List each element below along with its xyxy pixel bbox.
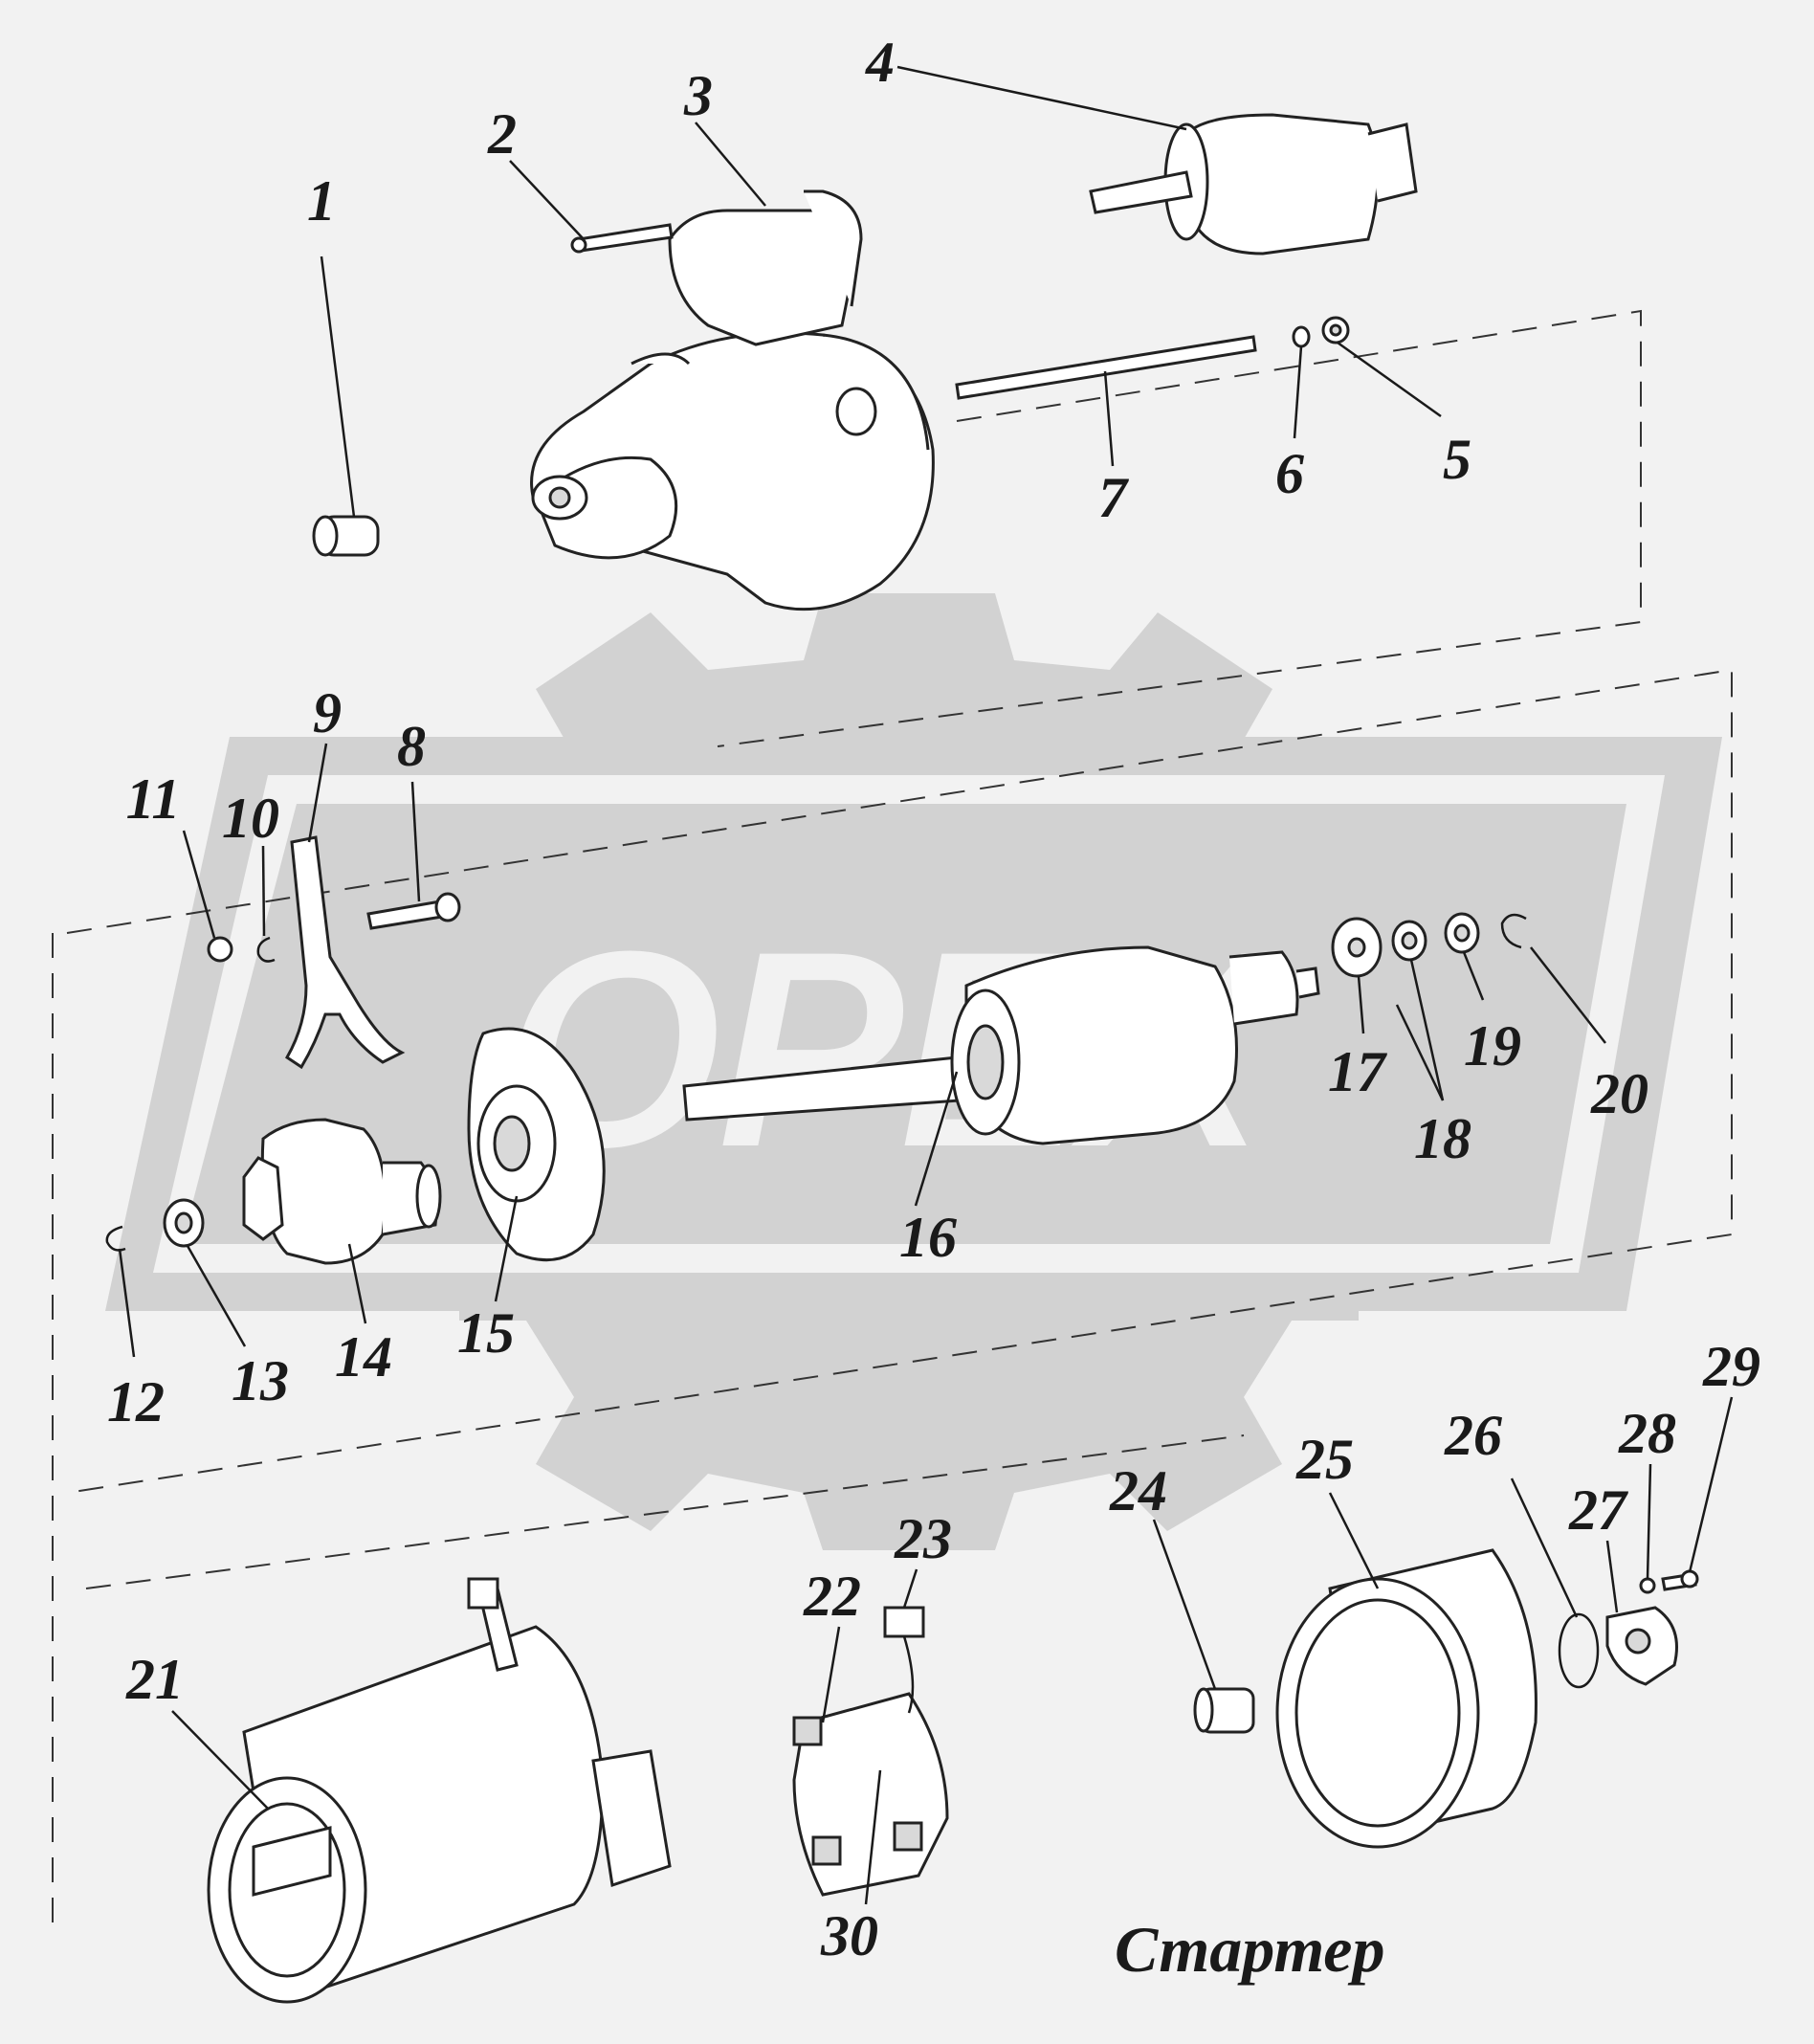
callout-22: 22 xyxy=(803,1565,861,1628)
clip-10 xyxy=(256,936,276,963)
intermediate-plate-part xyxy=(467,1027,606,1262)
bushing-24 xyxy=(1193,1687,1255,1734)
callout-28: 28 xyxy=(1618,1402,1676,1465)
callout-30: 30 xyxy=(820,1904,878,1967)
callout-23: 23 xyxy=(894,1507,952,1570)
dashed-frames xyxy=(52,309,1733,1933)
callout-17: 17 xyxy=(1328,1040,1387,1103)
washer-17 xyxy=(1331,917,1383,978)
washer-18 xyxy=(1391,920,1427,962)
callouts: 1 2 3 4 5 6 7 8 9 10 11 12 13 14 15 16 1… xyxy=(107,31,1760,1967)
lock-ring-26 xyxy=(1558,1612,1600,1689)
callout-5: 5 xyxy=(1443,428,1471,491)
screw-29 xyxy=(1661,1569,1699,1591)
callout-13: 13 xyxy=(232,1349,289,1412)
callout-21: 21 xyxy=(125,1648,184,1711)
callout-12: 12 xyxy=(107,1370,165,1433)
nut-5 xyxy=(1321,316,1350,344)
callout-16: 16 xyxy=(899,1206,957,1269)
callout-10: 10 xyxy=(222,787,279,850)
callout-8: 8 xyxy=(397,715,426,778)
callout-26: 26 xyxy=(1444,1404,1502,1467)
brush-holder-part xyxy=(792,1606,949,1897)
lock-ring-20 xyxy=(1500,913,1527,949)
leader-lines xyxy=(118,65,1734,1905)
cap-27 xyxy=(1605,1606,1678,1686)
callout-7: 7 xyxy=(1098,466,1129,529)
diagram-caption: Стартер xyxy=(1115,1913,1385,1986)
callout-24: 24 xyxy=(1109,1459,1167,1522)
washer-19 xyxy=(1444,912,1480,954)
callout-3: 3 xyxy=(683,64,713,127)
washer-13 xyxy=(163,1198,205,1248)
bushing-part xyxy=(312,515,380,557)
callout-11: 11 xyxy=(126,767,181,831)
callout-2: 2 xyxy=(487,102,517,166)
callout-1: 1 xyxy=(307,169,336,233)
pin-8 xyxy=(366,892,461,930)
callout-19: 19 xyxy=(1464,1014,1521,1078)
callout-29: 29 xyxy=(1702,1335,1760,1398)
tie-rod-part xyxy=(955,335,1257,400)
callout-20: 20 xyxy=(1590,1062,1648,1125)
drive-clutch-part xyxy=(242,1118,442,1265)
callout-25: 25 xyxy=(1295,1428,1354,1491)
washer-6 xyxy=(1292,325,1311,348)
washer-28 xyxy=(1639,1577,1656,1594)
callout-15: 15 xyxy=(457,1301,515,1365)
starter-drive-housing xyxy=(530,189,935,611)
callout-14: 14 xyxy=(335,1325,392,1389)
callout-4: 4 xyxy=(865,31,895,94)
callout-27: 27 xyxy=(1568,1478,1628,1542)
fork-lever-part xyxy=(285,835,406,1070)
commutator-cover-part xyxy=(1275,1548,1537,1849)
solenoid-part xyxy=(1089,113,1418,256)
screw-part xyxy=(570,223,674,254)
armature-part xyxy=(682,945,1320,1145)
stator-housing-part xyxy=(207,1577,672,2004)
callout-6: 6 xyxy=(1275,442,1304,505)
nut-11 xyxy=(207,936,233,963)
callout-9: 9 xyxy=(313,681,342,744)
callout-18: 18 xyxy=(1414,1107,1471,1170)
